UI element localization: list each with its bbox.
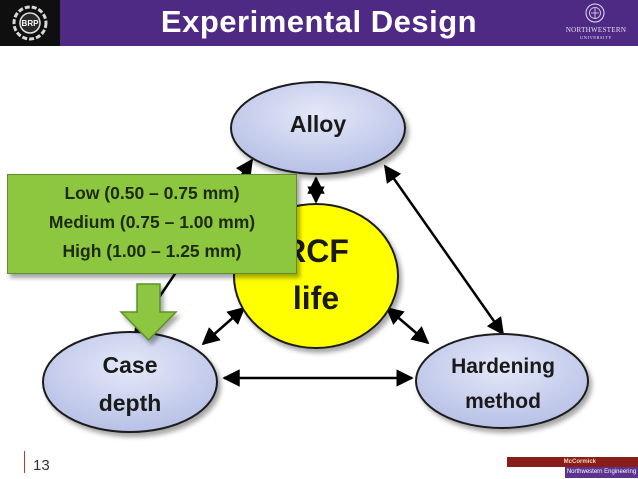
page-number: 13 [33,457,50,474]
rcf-label-line2: life [292,280,340,316]
hardening-method-label: Hardening method [418,349,588,419]
case-depth-label: Case depth [48,346,212,422]
node-case-depth [42,331,218,433]
case-depth-levels-callout: Low (0.50 – 0.75 mm) Medium (0.75 – 1.00… [7,174,297,274]
level-high: High (1.00 – 1.25 mm) [62,241,242,261]
connector-case-rcf [201,306,246,346]
mccormick-logo-bottom: Northwestern Engineering [565,467,638,478]
level-low: Low (0.50 – 0.75 mm) [64,183,240,203]
node-hardening-method [415,333,589,429]
case-label-line1: Case [102,352,158,378]
northwestern-logo: NORTHWESTERN UNIVERSITY [560,2,632,44]
down-arrow-icon [119,283,178,342]
connector-rcf-hardening [385,306,430,345]
logo-name: NORTHWESTERN [565,26,627,34]
logo-subtitle: UNIVERSITY [580,35,612,40]
brp-logo: BRP [0,0,60,46]
level-medium: Medium (0.75 – 1.00 mm) [48,212,256,232]
page-title: Experimental Design [160,4,478,39]
node-alloy [230,81,406,175]
mccormick-logo-top: McCormick [507,457,638,467]
alloy-label: Alloy [289,111,347,137]
case-label-line2: depth [98,390,162,416]
connector-alloy-hardening [383,164,505,336]
university-seal-icon [585,3,605,23]
title-bar [0,0,638,46]
brp-logo-icon: BRP [12,5,48,41]
hardening-label-line1: Hardening [451,355,555,378]
svg-text:BRP: BRP [22,19,40,28]
mccormick-logo: McCormick Northwestern Engineering [507,457,638,479]
footer-divider [24,451,29,473]
hardening-label-line2: method [465,390,541,413]
